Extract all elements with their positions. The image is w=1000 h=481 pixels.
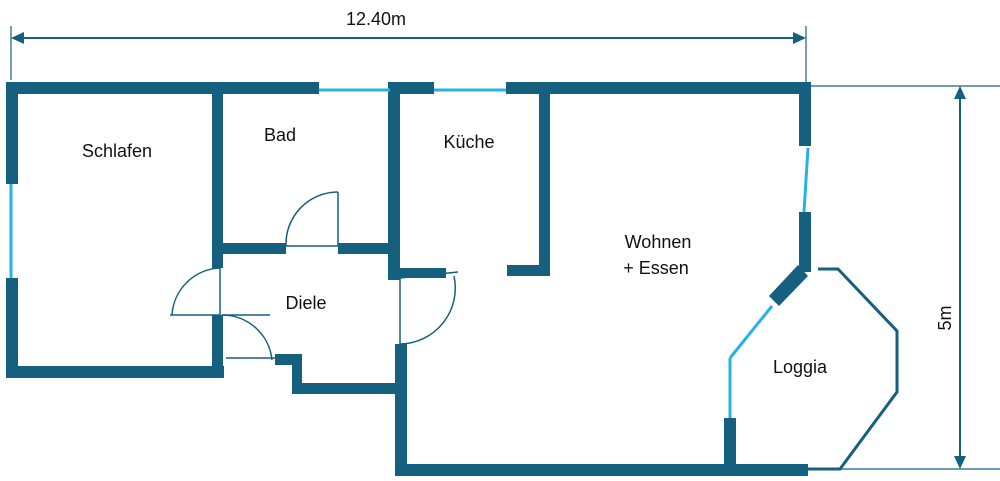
room-label-diele: Diele xyxy=(285,293,326,313)
width-dimension: 12.40m xyxy=(10,9,807,84)
room-label-bad: Bad xyxy=(264,125,296,145)
room-label-kueche: Küche xyxy=(443,132,494,152)
room-labels: Schlafen Bad Küche Diele Wohnen + Essen … xyxy=(82,125,828,377)
entrance-door xyxy=(221,314,275,361)
room-label-wohnen: Wohnen xyxy=(625,232,692,252)
room-label-essen: + Essen xyxy=(623,258,689,278)
windows xyxy=(9,88,810,418)
walls xyxy=(6,82,811,476)
wohnen-door xyxy=(399,271,459,345)
room-label-schlafen: Schlafen xyxy=(82,141,152,161)
doors xyxy=(170,191,459,361)
loggia-outline xyxy=(806,267,899,471)
height-dimension-label: 5m xyxy=(935,305,955,330)
bad-door xyxy=(285,191,339,247)
schlafen-door xyxy=(170,267,221,316)
width-dimension-label: 12.40m xyxy=(346,9,406,29)
height-dimension: 5m xyxy=(806,85,1000,470)
room-label-loggia: Loggia xyxy=(773,357,828,377)
